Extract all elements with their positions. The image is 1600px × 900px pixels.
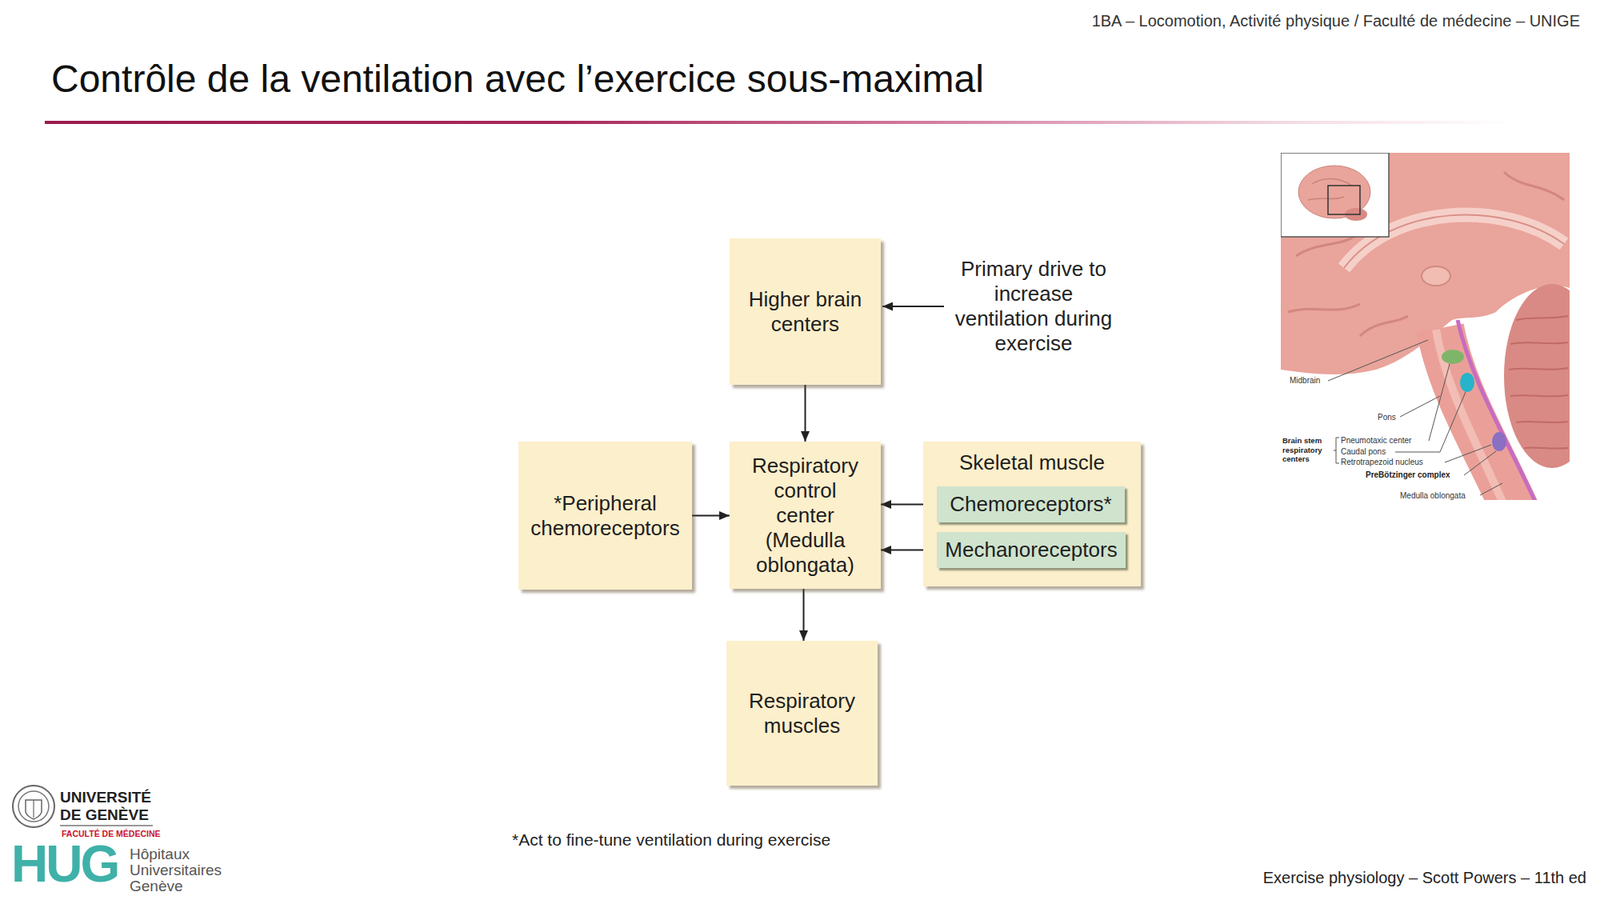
logo-text: UNIVERSITÉ DE GENÈVE: [60, 788, 172, 824]
box-text: *Peripheral chemoreceptors: [526, 491, 684, 541]
header-text: 1BA – Locomotion, Activité physique / Fa…: [1092, 11, 1580, 31]
process-box: *Peripheral chemoreceptors: [518, 441, 692, 590]
box-text: Respiratory muscles: [742, 688, 863, 739]
footnote: *Act to fine-tune ventilation during exe…: [512, 829, 831, 851]
part-label: Retrotrapezoid nucleus: [1340, 457, 1424, 468]
brain-illustration: [1280, 152, 1570, 500]
box-text: Higher brain centers: [745, 287, 866, 337]
leader-lines: [1328, 340, 1503, 496]
box-text: Mechanoreceptors: [944, 537, 1117, 563]
part-label: Pneumotaxic center: [1340, 436, 1412, 446]
university-seal: [12, 785, 55, 828]
receptor-box: Chemoreceptors*: [936, 486, 1125, 523]
process-box: Respiratory muscles: [726, 640, 878, 786]
process-box: Respiratory control center (Medulla oblo…: [729, 441, 881, 589]
part-label: PreBötzinger complex: [1365, 470, 1451, 480]
box-heading: Skeletal muscle: [959, 450, 1105, 476]
title-rule: [44, 120, 1511, 124]
part-label: Caudal pons: [1340, 447, 1386, 457]
source-credit: Exercise physiology – Scott Powers – 11t…: [1263, 868, 1587, 888]
box-text: Chemoreceptors*: [949, 492, 1112, 517]
connector-arrow: [692, 515, 730, 517]
box-text: Respiratory control center (Medulla oblo…: [745, 453, 866, 578]
process-box: Higher brain centers: [729, 238, 881, 385]
part-label: Midbrain: [1289, 376, 1320, 386]
annotation-text: Primary drive to increase ventilation du…: [948, 256, 1119, 356]
logo-rule: [60, 824, 153, 826]
part-label: Pons: [1377, 412, 1396, 423]
group-label: Brain stem respiratory centers: [1282, 436, 1332, 464]
connector-arrow: [804, 384, 807, 442]
part-label: Medulla oblongata: [1400, 491, 1466, 501]
logo-text: Hôpitaux Universitaires Genève: [129, 846, 234, 895]
drive-arrow: [882, 305, 944, 308]
slide-title: Contrôle de la ventilation avec l’exerci…: [51, 56, 984, 103]
connector-arrow: [803, 588, 805, 641]
receptor-box: Mechanoreceptors: [936, 532, 1126, 568]
logo-mark: HUG: [11, 838, 118, 890]
group-box: Skeletal muscleChemoreceptors* Mechanorec…: [923, 441, 1141, 587]
